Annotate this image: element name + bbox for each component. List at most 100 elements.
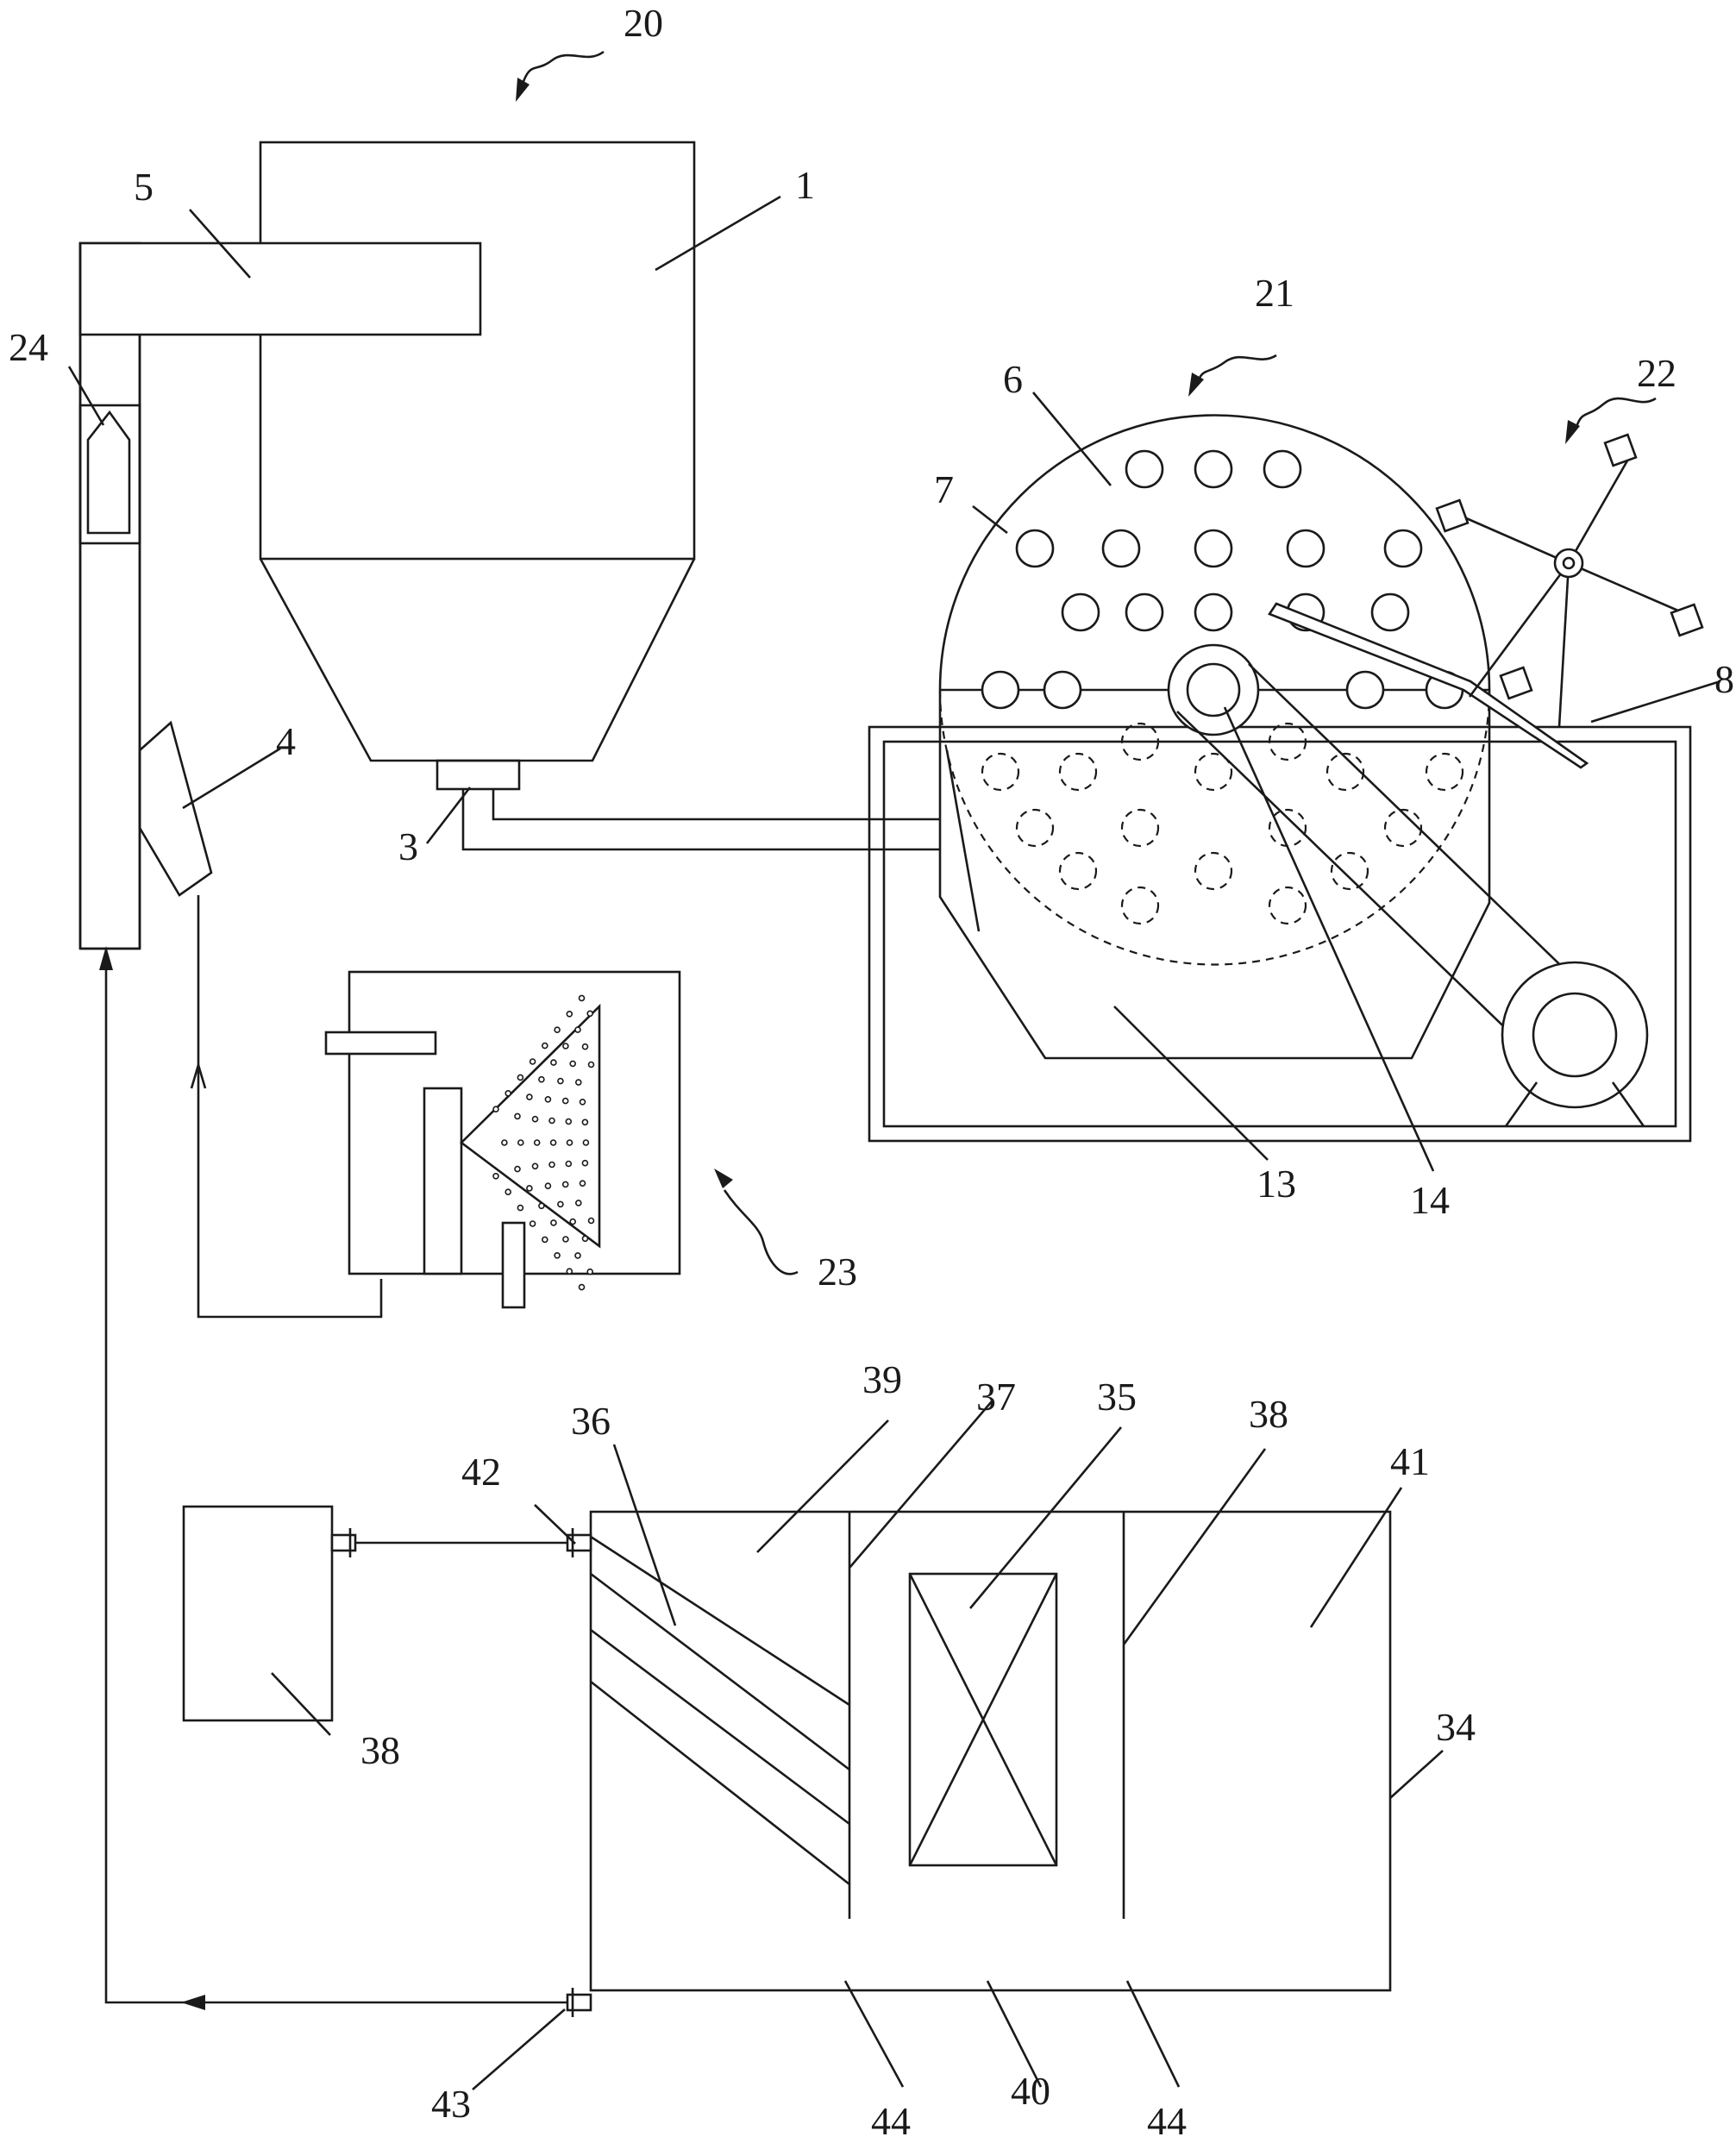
spray-dot (569, 1060, 577, 1068)
drum-hole (1043, 670, 1082, 710)
arrow-up-icon (99, 946, 113, 970)
label-13: 13 (1257, 1162, 1296, 1206)
drum-hole (981, 670, 1020, 710)
spray-dot (579, 1099, 586, 1106)
label-36: 36 (571, 1399, 611, 1443)
spray-dot (514, 1165, 521, 1173)
label-21: 21 (1255, 271, 1294, 315)
drum-hole (1125, 449, 1164, 489)
label-37: 37 (976, 1375, 1016, 1419)
drum-hole (1101, 529, 1141, 568)
discharge-pipe (461, 789, 940, 851)
label-4: 4 (276, 719, 296, 763)
spray-dot (578, 994, 586, 1002)
spray-dot (581, 1118, 589, 1126)
spray-dot (582, 1139, 590, 1146)
label-41: 41 (1390, 1439, 1430, 1483)
label-43: 43 (431, 2082, 471, 2126)
spray-dot (544, 1182, 552, 1189)
spray-dot (581, 1235, 589, 1243)
spray-dot (529, 1058, 536, 1065)
drum-hole (1194, 592, 1233, 632)
spray-dot (574, 1252, 581, 1259)
label-35: 35 (1097, 1375, 1137, 1419)
drum-hole (1194, 449, 1233, 489)
drum-hole (1194, 752, 1233, 792)
drum-hole (1015, 808, 1055, 848)
spray-dot (550, 1219, 557, 1226)
label-14: 14 (1410, 1178, 1450, 1222)
drum-hole (1263, 449, 1302, 489)
label-40: 40 (1011, 2069, 1050, 2113)
spray-dot (561, 1097, 569, 1105)
spray-dot (554, 1026, 561, 1033)
drum-hole (1120, 808, 1160, 848)
spray-unit (324, 970, 681, 1309)
spray-dot (531, 1115, 539, 1123)
drum-hole (1345, 670, 1385, 710)
gauge-icon (86, 410, 131, 535)
label-34: 34 (1436, 1705, 1476, 1749)
label-8: 8 (1714, 657, 1734, 701)
drum-hole (1058, 752, 1098, 792)
drum-hole (1268, 722, 1307, 761)
reference-labels: 20 1 5 24 4 3 21 6 7 22 8 13 14 23 39 37… (9, 1, 1734, 2143)
spray-dot (549, 1139, 557, 1146)
label-38-left: 38 (360, 1728, 400, 1772)
spray-dot (569, 1218, 577, 1225)
wavy-arrows (516, 50, 1657, 1275)
spray-dot (544, 1096, 552, 1103)
dosing-box (182, 1505, 567, 1722)
drum-hole (1120, 886, 1160, 925)
label-20: 20 (624, 1, 663, 45)
drum-hole (1268, 886, 1307, 925)
spray-dot (492, 1173, 499, 1180)
spray-dot (579, 1180, 586, 1187)
label-24: 24 (9, 325, 48, 369)
spray-dot (586, 1268, 594, 1275)
spray-dot (548, 1161, 555, 1169)
spray-dot (557, 1200, 564, 1208)
label-38-right: 38 (1249, 1392, 1288, 1436)
label-7: 7 (934, 467, 954, 511)
inlet-branch (138, 720, 213, 897)
treatment-tank (566, 1510, 1392, 2017)
arrow-left-icon (181, 1995, 205, 2010)
label-22: 22 (1637, 351, 1676, 395)
arrow-up-icon (190, 1061, 207, 1089)
spray-dot (517, 1074, 524, 1081)
spray-dot (517, 1204, 524, 1212)
spray-dot (550, 1059, 557, 1066)
drum-hole (1286, 529, 1326, 568)
spray-dot (562, 1043, 569, 1050)
spray-dot (581, 1043, 589, 1050)
spray-dot (587, 1061, 595, 1068)
label-44-left: 44 (871, 2099, 911, 2143)
spray-dot (526, 1093, 533, 1100)
drum-filter-tank (868, 414, 1692, 1143)
spray-dot (574, 1026, 581, 1033)
spray-dot (501, 1139, 508, 1146)
spray-dot (538, 1075, 545, 1083)
spray-dot (531, 1162, 539, 1170)
label-5: 5 (134, 165, 154, 209)
spray-nozzle-dots (492, 994, 595, 1291)
crossbar-arm (78, 241, 482, 336)
drum-hole (1370, 592, 1410, 632)
scraper-chute (1268, 602, 1589, 769)
spray-dot (492, 1106, 499, 1112)
spray-dot (566, 1139, 573, 1146)
spray-return-line (190, 895, 383, 1319)
drum-hole (1425, 752, 1464, 792)
spray-dot (565, 1160, 573, 1168)
label-42: 42 (461, 1450, 501, 1494)
drum-hole (1268, 808, 1307, 848)
drum-hole (1330, 851, 1369, 891)
spray-dot (574, 1079, 582, 1086)
drum-hole (981, 752, 1020, 792)
spray-dot (505, 1090, 512, 1097)
drum-hole (1120, 722, 1160, 761)
spray-dot (562, 1236, 569, 1243)
